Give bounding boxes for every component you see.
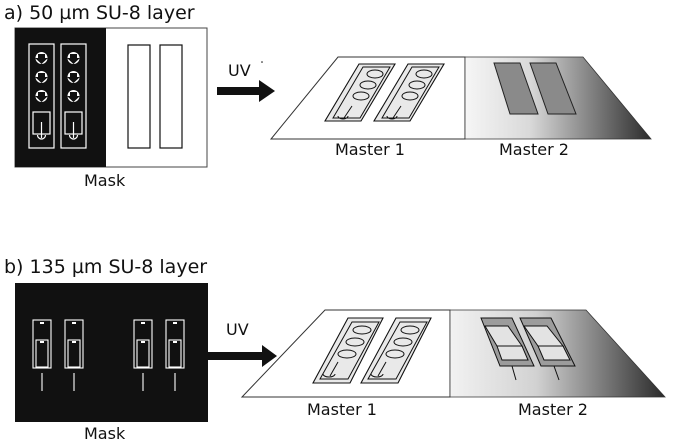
panel-b-arrow bbox=[207, 345, 277, 367]
panel-b-master-1-label: Master 1 bbox=[307, 400, 377, 419]
panel-b-heading: b) 135 µm SU-8 layer bbox=[4, 256, 208, 278]
right-arrow-icon bbox=[207, 345, 277, 367]
panel-a-master-2-label: Master 2 bbox=[499, 140, 569, 159]
panel-a-uv-label: UV bbox=[228, 61, 251, 80]
panel-a-master-1-label: Master 1 bbox=[335, 140, 405, 159]
panel-b-uv-label: UV bbox=[226, 320, 249, 339]
right-arrow-icon bbox=[217, 80, 275, 102]
panel-a-arrow bbox=[217, 61, 275, 102]
panel-a-heading: a) 50 µm SU-8 layer bbox=[4, 2, 195, 24]
panel-b-mask bbox=[15, 283, 208, 422]
panel-a-mask bbox=[14, 27, 208, 168]
panel-a-mask-label: Mask bbox=[84, 171, 126, 190]
panel-b-master-2-label: Master 2 bbox=[518, 400, 588, 419]
panel-a-wafer bbox=[269, 56, 652, 140]
panel-b-wafer bbox=[240, 309, 666, 398]
panel-b-mask-label: Mask bbox=[84, 424, 126, 443]
